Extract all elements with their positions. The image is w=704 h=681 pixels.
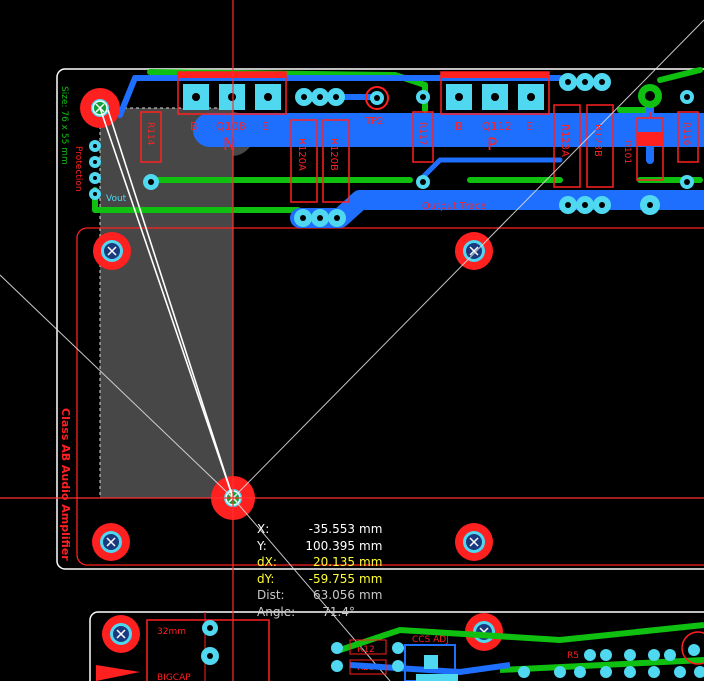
q2-ref-label: Q112 [482, 120, 512, 133]
ccs-adj-label: CCS ADJ [412, 635, 449, 645]
vout-label: Vout [106, 194, 127, 204]
output-trace-label: Output Trace [422, 201, 486, 212]
size-label: Size: 76 x 55 mm [59, 86, 69, 165]
r114-label: R114 [145, 122, 155, 146]
readout-y: Y: 100.395 mm [257, 538, 383, 553]
readout-dist: Dist: 63.056 mm [257, 588, 383, 602]
class-ab-label: Class AB Audio Amplifier [59, 408, 72, 561]
transistor-pads [183, 84, 544, 110]
readout-x: X: -35.553 mm [257, 522, 383, 536]
mounting-holes [92, 232, 503, 653]
measure-readout: X: -35.553 mm Y: 100.395 mm dX: 20.135 m… [257, 521, 382, 620]
r117-label: R117 [417, 122, 427, 145]
r5-label: R5 [567, 651, 579, 661]
q1-polarity-label: N [223, 135, 236, 155]
q2-polarity-label: P [487, 135, 497, 155]
second-board-components [96, 612, 704, 681]
readout-dy: dY: -59.755 mm [257, 571, 383, 586]
q1-pin-b-label: B [190, 120, 198, 133]
protection-label: Protection [73, 146, 83, 192]
r12-label: R12 [357, 645, 375, 655]
r123a-label: R123A [559, 124, 570, 157]
board-outline [56, 68, 704, 570]
q2-pin-e-label: E [526, 120, 533, 133]
measure-lines [99, 107, 234, 499]
bigcap-label: BIGCAP [157, 673, 191, 681]
q1-ref-label: Q108 [216, 120, 246, 133]
readout-angle: Angle: 71.4° [257, 604, 355, 619]
tp2-pad [365, 86, 389, 110]
tp2-label: TP2 [364, 116, 384, 127]
r116-label: R116 [681, 122, 691, 146]
readout-dx: dX: 20.135 mm [257, 555, 383, 569]
second-board-outline [89, 611, 704, 681]
r123b-label: R123B [592, 124, 603, 157]
q1-pin-e-label: E [262, 120, 269, 133]
r120a-label: R120A [296, 138, 307, 171]
dim-32mm-label: 32mm [157, 627, 186, 637]
d101-label: D101 [622, 140, 632, 164]
q2-pin-b-label: B [455, 120, 463, 133]
r120b-label: R120B [328, 138, 339, 171]
